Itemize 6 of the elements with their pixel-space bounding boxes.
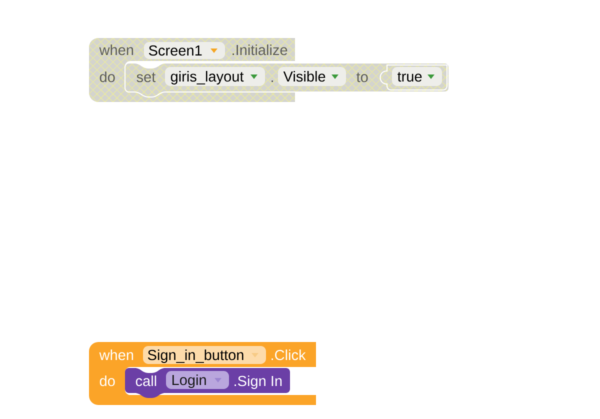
dropdown-field: Sign_in_button (143, 346, 266, 364)
dropdown-field: Screen1 (144, 42, 225, 59)
value-block: true (380, 64, 448, 91)
dropdown-field: Visible (278, 67, 346, 86)
dropdown-field: giris_layout (165, 67, 265, 86)
dropdown-field: Login (166, 371, 229, 389)
